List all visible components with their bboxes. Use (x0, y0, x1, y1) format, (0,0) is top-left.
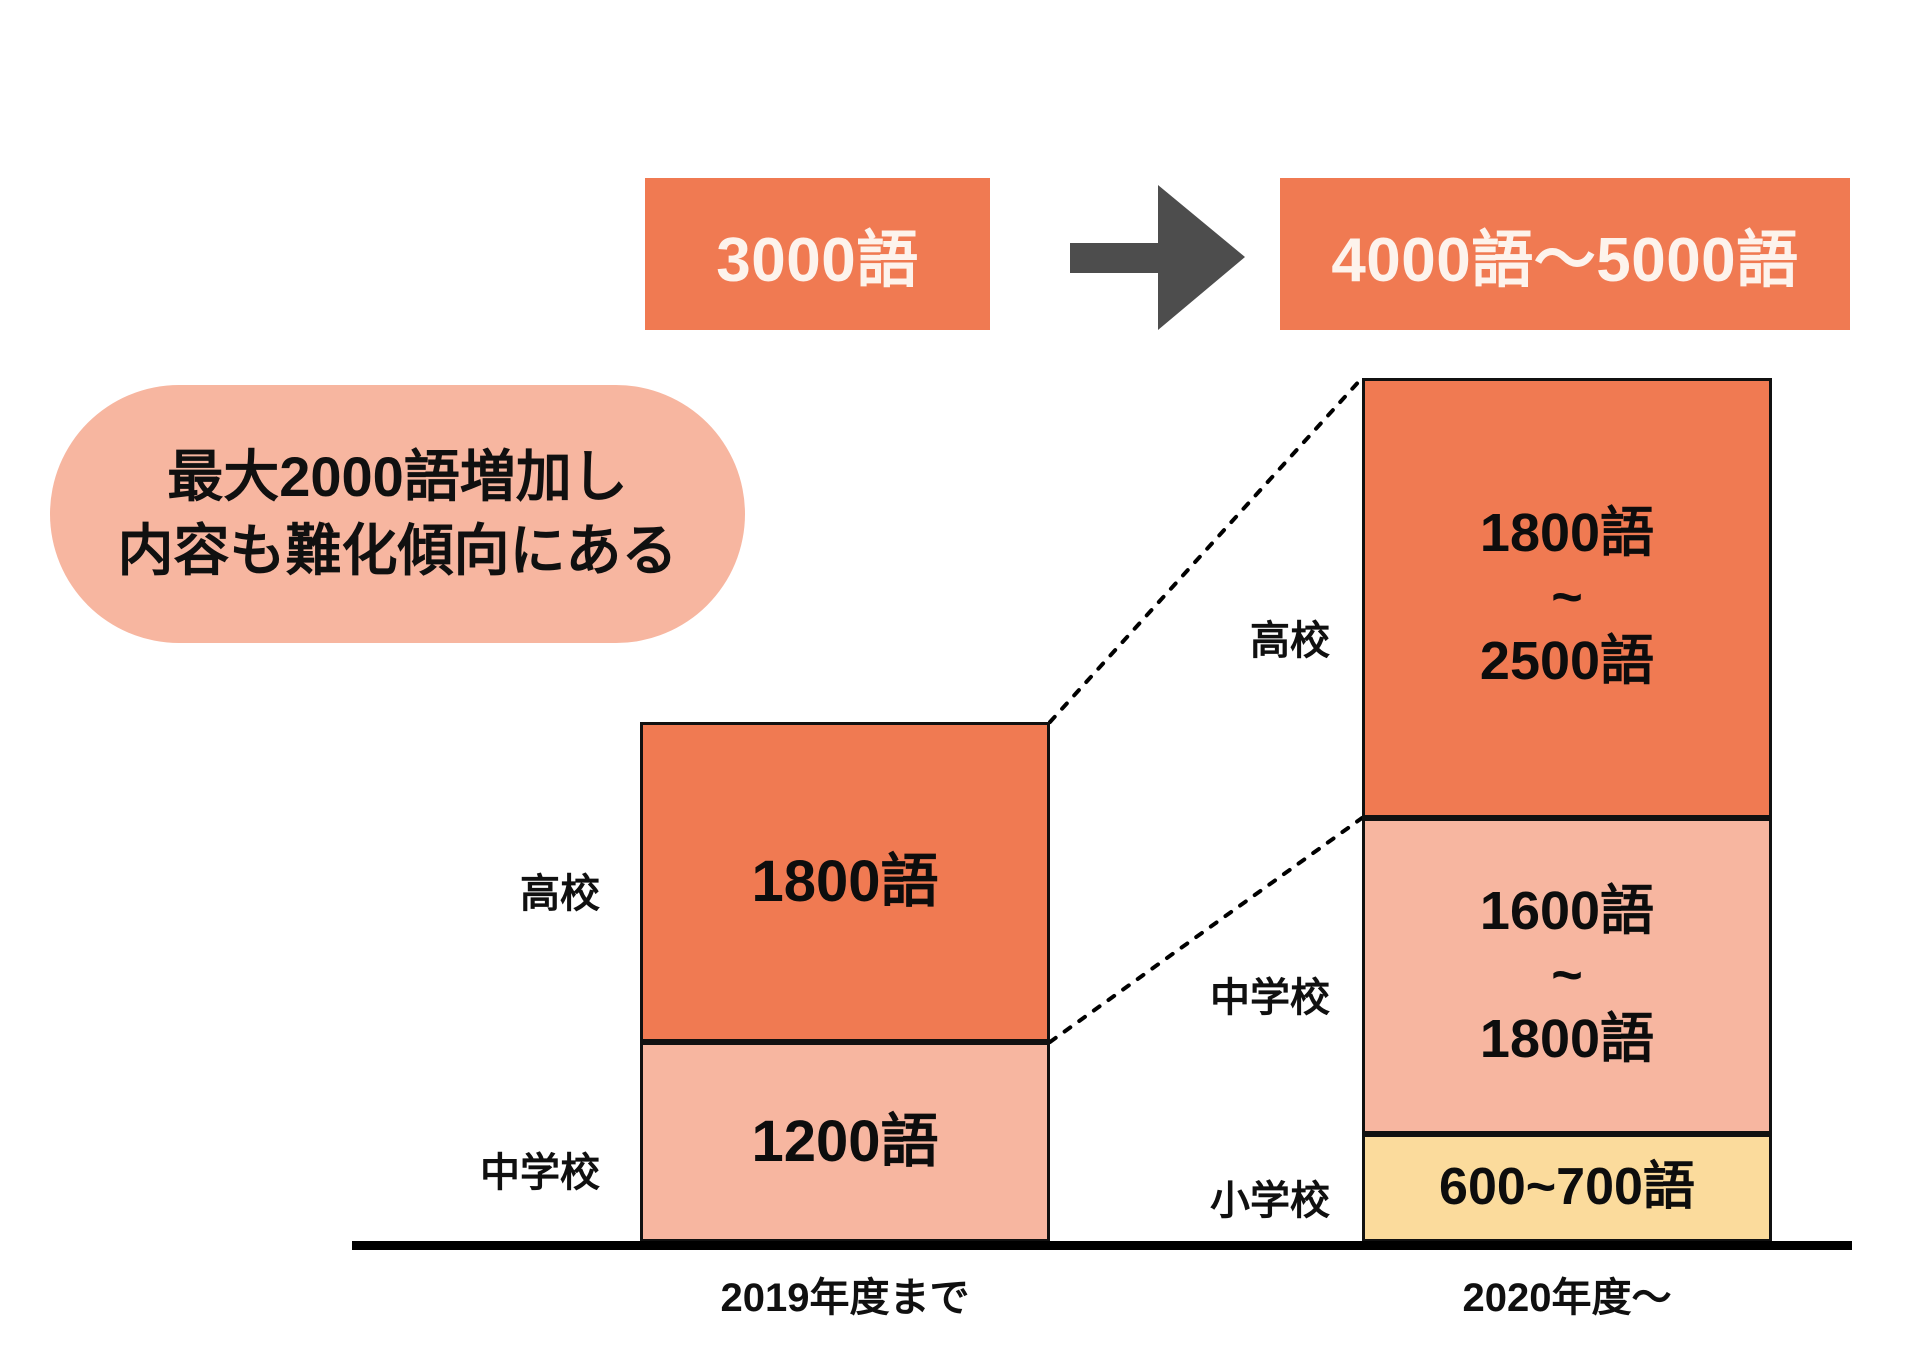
segment-value-line: 1800語 (1479, 1008, 1655, 1069)
right-bar-junior-high-label: 中学校 (1210, 976, 1330, 1020)
segment-value-line: 1800語 (1479, 503, 1655, 564)
callout-line-2: 内容も難化傾向にある (117, 519, 678, 582)
x-axis-label-2020: 2020年度〜 (1462, 1276, 1672, 1320)
left-bar-junior-high-label: 中学校 (480, 1151, 600, 1195)
summary-before-box: 3000語 (645, 178, 990, 330)
right-arrow-icon (1070, 185, 1245, 330)
segment-range-tilde: ~ (1551, 945, 1583, 1006)
segment-range-tilde: ~ (1551, 567, 1583, 628)
right-bar-elementary-label: 小学校 (1210, 1179, 1330, 1223)
left-bar-segment-junior-high: 1200語 (640, 1042, 1050, 1242)
segment-value-line: 2500語 (1479, 630, 1655, 691)
right-bar-segment-high-school: 1800語 ~ 2500語 (1362, 378, 1772, 818)
segment-value-line: 600~700語 (1439, 1158, 1695, 1217)
right-bar-segment-junior-high: 1600語 ~ 1800語 (1362, 818, 1772, 1134)
right-bar-high-school-label: 高校 (1250, 619, 1330, 663)
left-bar-high-school-label: 高校 (520, 872, 600, 916)
summary-before-label: 3000語 (716, 226, 919, 295)
left-bar-segment-high-school: 1800語 (640, 722, 1050, 1042)
x-axis-baseline (352, 1241, 1852, 1250)
segment-value-line: 1800語 (751, 848, 939, 914)
right-bar-segment-elementary: 600~700語 (1362, 1134, 1772, 1242)
segment-value-line: 1600語 (1479, 881, 1655, 942)
callout-line-1: 最大2000語増加し (167, 445, 628, 509)
segment-value-line: 1200語 (751, 1108, 939, 1174)
x-axis-label-2019: 2019年度まで (720, 1276, 970, 1320)
callout-bubble: 最大2000語増加し 内容も難化傾向にある (50, 385, 745, 643)
summary-after-label: 4000語〜5000語 (1331, 226, 1799, 295)
summary-after-box: 4000語〜5000語 (1280, 178, 1850, 330)
